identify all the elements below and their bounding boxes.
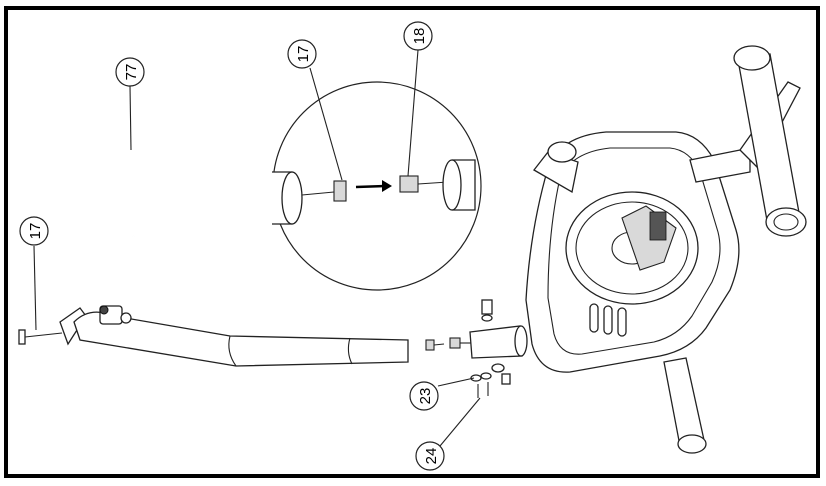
- detail-circle: [272, 81, 482, 291]
- callout-17-left-label: 17: [27, 223, 44, 240]
- hardware-washers: [470, 299, 511, 398]
- callout-18-label: 18: [411, 28, 428, 45]
- allen-key: [129, 149, 164, 241]
- callout-23-label: 23: [417, 388, 434, 405]
- frame-border: [4, 6, 820, 478]
- bike-frame: [469, 45, 807, 454]
- callout-24: 24: [415, 441, 445, 471]
- callout-17-left: 17: [19, 216, 49, 246]
- leader-17-left: [33, 245, 37, 331]
- leader-23: [437, 377, 475, 387]
- tube: [73, 305, 409, 367]
- callout-77-label: 77: [123, 64, 140, 81]
- callout-24-label: 24: [423, 448, 440, 465]
- callout-18: 18: [403, 21, 433, 51]
- leader-17-detail: [309, 67, 343, 181]
- leader-77: [129, 85, 132, 151]
- callout-17-detail-label: 17: [295, 46, 312, 63]
- callout-23: 23: [409, 381, 439, 411]
- leader-18: [407, 49, 419, 177]
- bolt-17: [18, 329, 63, 345]
- callout-77: 77: [115, 57, 145, 87]
- leader-24: [439, 397, 481, 447]
- connector-plug: [425, 337, 472, 351]
- callout-17-detail: 17: [287, 39, 317, 69]
